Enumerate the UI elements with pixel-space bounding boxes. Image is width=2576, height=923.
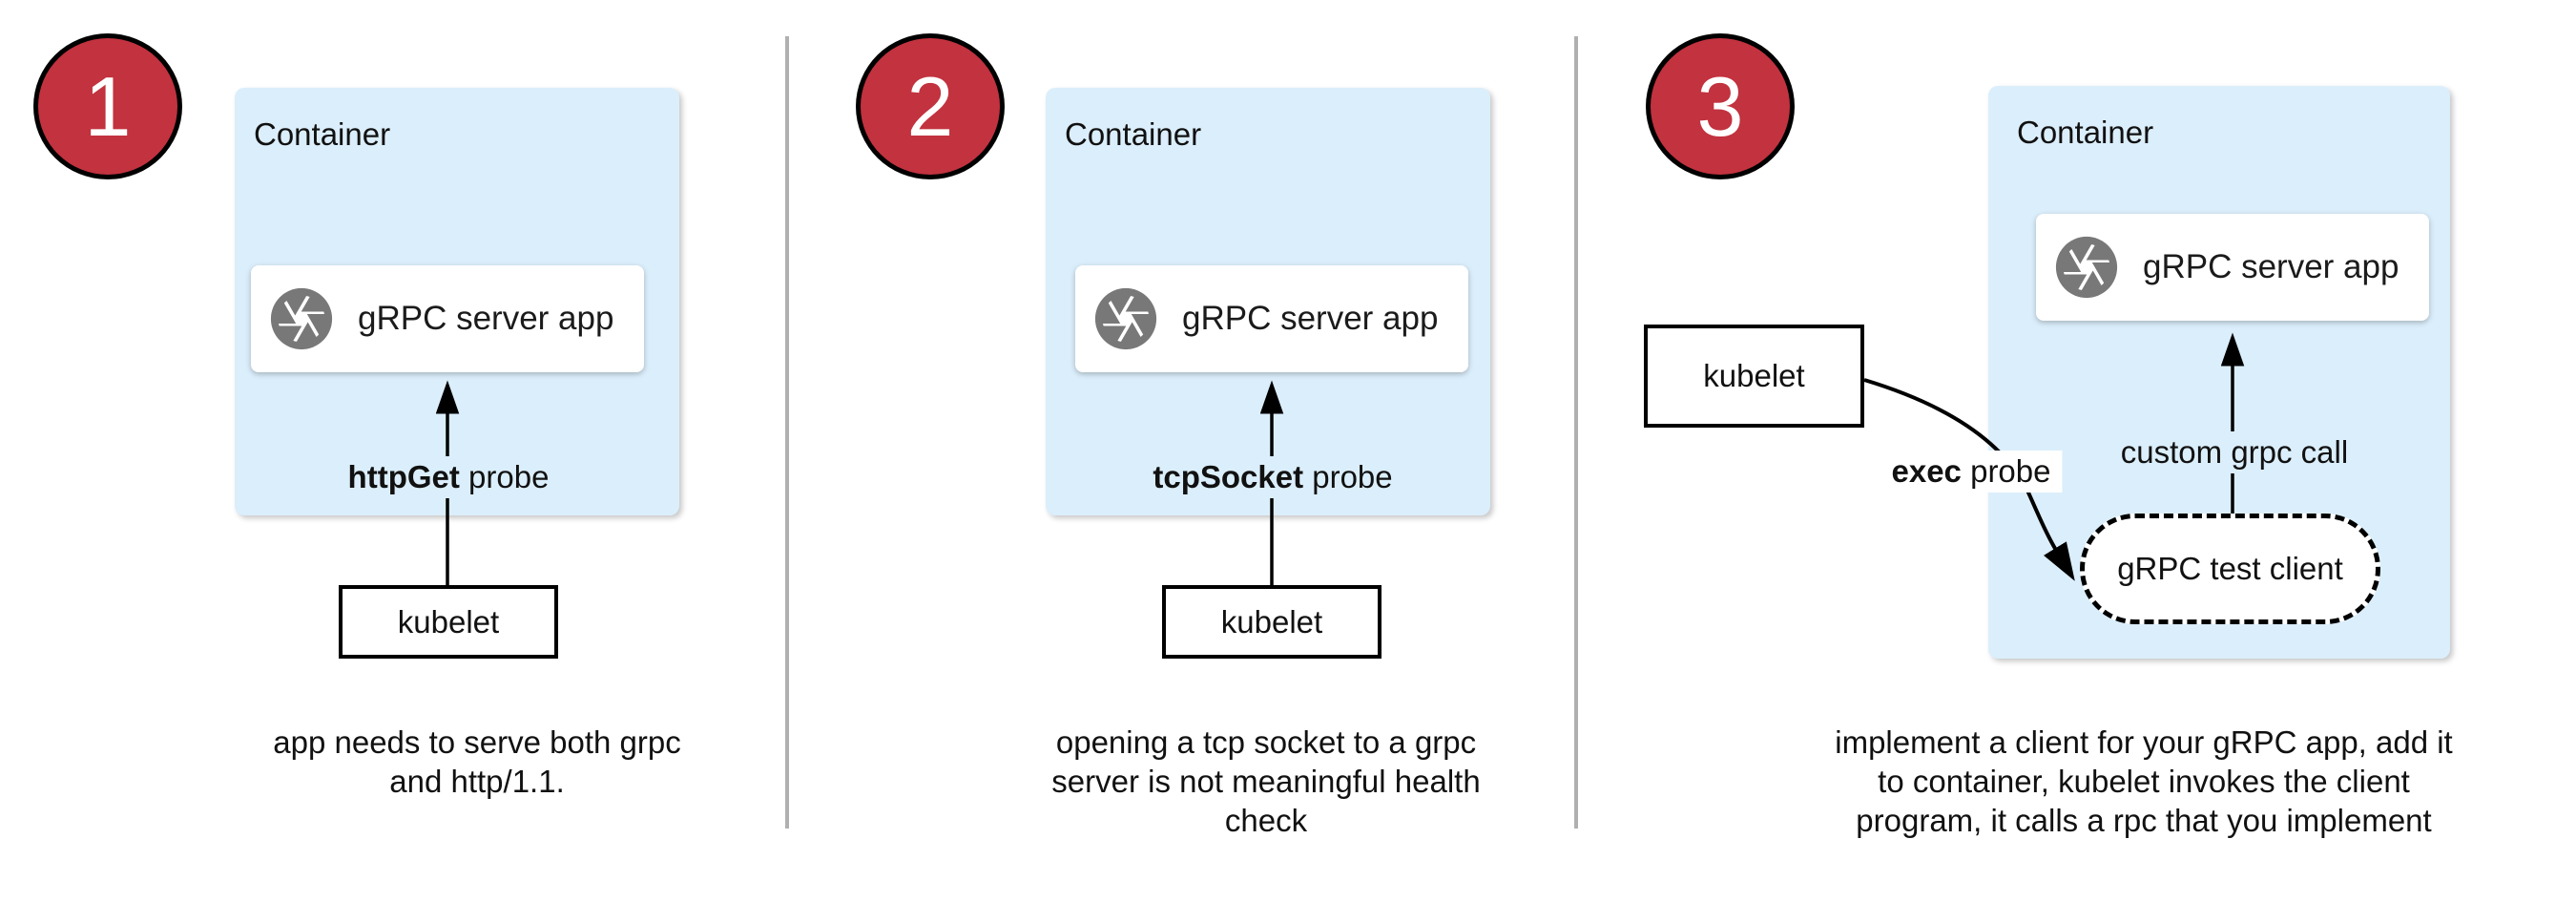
camera-aperture-icon [270, 287, 333, 350]
caption-line: implement a client for your gRPC app, ad… [1835, 724, 2453, 760]
panel2-probe-label: tcpSocket probe [1141, 456, 1404, 498]
panel3-container-label: Container [2017, 115, 2154, 150]
panel1-container-label: Container [254, 116, 391, 152]
step-3-number: 3 [1696, 58, 1744, 154]
panel1-probe-type: httpGet [347, 459, 460, 494]
panel3-grpc-test-client: gRPC test client [2080, 514, 2380, 624]
camera-aperture-icon [1094, 287, 1157, 350]
panel1-caption: app needs to serve both grpc and http/1.… [239, 723, 716, 801]
panel2-grpc-server-app-label: gRPC server app [1182, 300, 1439, 337]
panel1-kubelet-label: kubelet [397, 603, 500, 640]
panel3-grpc-test-client-label: gRPC test client [2117, 551, 2343, 586]
step-1-badge: 1 [33, 33, 182, 179]
panel2-probe-type: tcpSocket [1153, 459, 1304, 494]
caption-line: opening a tcp socket to a grpc [1055, 724, 1477, 760]
caption-line: to container, kubelet invokes the client [1878, 764, 2410, 799]
panel3-kubelet-box: kubelet [1644, 325, 1864, 428]
caption-line: check [1224, 803, 1308, 838]
panel1-probe-word: probe [459, 459, 550, 494]
panel2-probe-word: probe [1303, 459, 1393, 494]
panel1-probe-label: httpGet probe [336, 456, 561, 498]
panel3-grpc-server-app-label: gRPC server app [2143, 248, 2399, 285]
caption-line: app needs to serve both grpc [273, 724, 681, 760]
panel2-grpc-server-app-box: gRPC server app [1075, 265, 1468, 372]
caption-line: and http/1.1. [389, 764, 565, 799]
step-2-badge: 2 [856, 33, 1005, 179]
panel3-exec-probe-label: exec probe [1880, 451, 2063, 493]
panel3-probe-word: probe [1961, 453, 2051, 489]
panel1-grpc-server-app-label: gRPC server app [358, 300, 614, 337]
step-3-badge: 3 [1646, 33, 1795, 179]
step-2-number: 2 [906, 58, 954, 154]
panel2-container-label: Container [1065, 116, 1202, 152]
panel3-kubelet-label: kubelet [1703, 358, 1805, 393]
divider-2 [1574, 36, 1578, 829]
caption-line: server is not meaningful health [1051, 764, 1481, 799]
panel3-probe-type: exec [1891, 453, 1962, 489]
divider-1 [785, 36, 789, 829]
step-1-number: 1 [84, 58, 132, 154]
caption-line: program, it calls a rpc that you impleme… [1856, 803, 2432, 838]
panel3-grpc-server-app-box: gRPC server app [2036, 214, 2429, 321]
panel1-kubelet-box: kubelet [339, 585, 558, 659]
panel2-caption: opening a tcp socket to a grpc server is… [980, 723, 1552, 840]
camera-aperture-icon [2055, 236, 2118, 299]
panel3-caption: implement a client for your gRPC app, ad… [1810, 723, 2478, 840]
panel2-kubelet-label: kubelet [1220, 603, 1323, 640]
panel1-grpc-server-app-box: gRPC server app [251, 265, 644, 372]
panel3-custom-grpc-call-label: custom grpc call [2109, 431, 2360, 473]
panel2-kubelet-box: kubelet [1162, 585, 1381, 659]
